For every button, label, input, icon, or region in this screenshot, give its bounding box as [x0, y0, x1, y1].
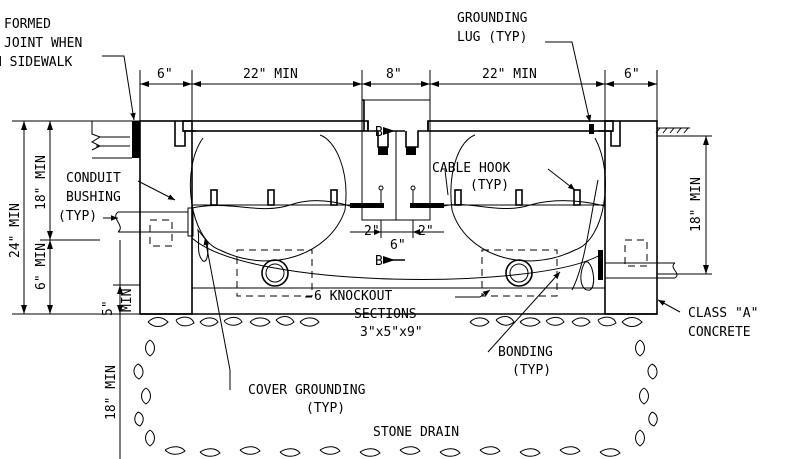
grounding-lug-label-1: GROUNDING — [457, 11, 528, 26]
center-hanger — [350, 185, 444, 208]
grounding-lug-label-2: LUG (TYP) — [457, 30, 527, 45]
bonding-typ-label: (TYP) — [512, 363, 551, 378]
dim-bottom-18: 18" MIN — [104, 365, 119, 420]
cable-racks — [192, 189, 605, 206]
dim-bracket-6: 6" — [390, 238, 406, 253]
dimension-labels: 6" 22" MIN 8" 22" MIN 6" 24" MIN 18" MIN… — [8, 67, 704, 420]
cover-right — [427, 120, 614, 132]
dim-left-5: 5" — [101, 300, 116, 316]
knockout-label-2: SECTIONS — [354, 307, 417, 322]
knockout-label-3: 3"x5"x9" — [360, 325, 423, 340]
concrete-label: CONCRETE — [688, 325, 751, 340]
knockout-label-1: 6 KNOCKOUT — [314, 289, 392, 304]
right-wall — [604, 120, 658, 315]
formed-joint-label-3: N SIDEWALK — [0, 55, 72, 70]
cover-grounding-typ-label: (TYP) — [306, 401, 345, 416]
dim-top-8: 8" — [386, 67, 402, 82]
cable-hook-typ-label: (TYP) — [470, 178, 509, 193]
dim-left-24: 24" MIN — [8, 203, 23, 258]
typ-label: (TYP) — [58, 209, 97, 224]
formed-joint-label-2: JOINT WHEN — [4, 36, 82, 51]
cables — [189, 134, 606, 291]
class-a-label: CLASS "A" — [688, 306, 758, 321]
bushing-label: BUSHING — [66, 190, 121, 205]
dim-top-22-right: 22" MIN — [482, 67, 537, 82]
dim-left-6: 6" MIN — [34, 243, 49, 290]
left-wall — [139, 120, 193, 315]
cable-hook-label: CABLE HOOK — [432, 161, 510, 176]
cover-frame — [174, 99, 621, 221]
sidewalk-joint — [90, 120, 690, 159]
leader-lines — [102, 41, 681, 390]
formed-joint-label-1: FORMED — [4, 17, 51, 32]
dim-bracket-2-right: 2" — [418, 224, 434, 239]
dim-bracket-2-left: 2" — [364, 224, 380, 239]
annotation-labels: FORMED JOINT WHEN N SIDEWALK GROUNDING L… — [0, 11, 758, 440]
cover-grounding-label: COVER GROUNDING — [248, 383, 366, 398]
cover-left — [182, 120, 369, 132]
conduit-label: CONDUIT — [66, 171, 121, 186]
stone-drain-label: STONE DRAIN — [373, 425, 459, 440]
section-b-bottom-label: B — [375, 254, 383, 269]
dim-top-6-left: 6" — [157, 67, 173, 82]
bonding-label: BONDING — [498, 345, 553, 360]
dim-top-6-right: 6" — [624, 67, 640, 82]
concrete-walls — [139, 120, 658, 315]
dimension-lines — [12, 70, 712, 459]
dim-left-5-min: MIN — [120, 289, 135, 312]
dim-right-18: 18" MIN — [689, 177, 704, 232]
dim-top-22-left: 22" MIN — [243, 67, 298, 82]
section-b-top-label: B — [375, 125, 383, 140]
stone-drain — [133, 316, 658, 457]
knockouts — [149, 219, 648, 297]
conduits — [115, 207, 678, 291]
dim-left-18: 18" MIN — [34, 155, 49, 210]
